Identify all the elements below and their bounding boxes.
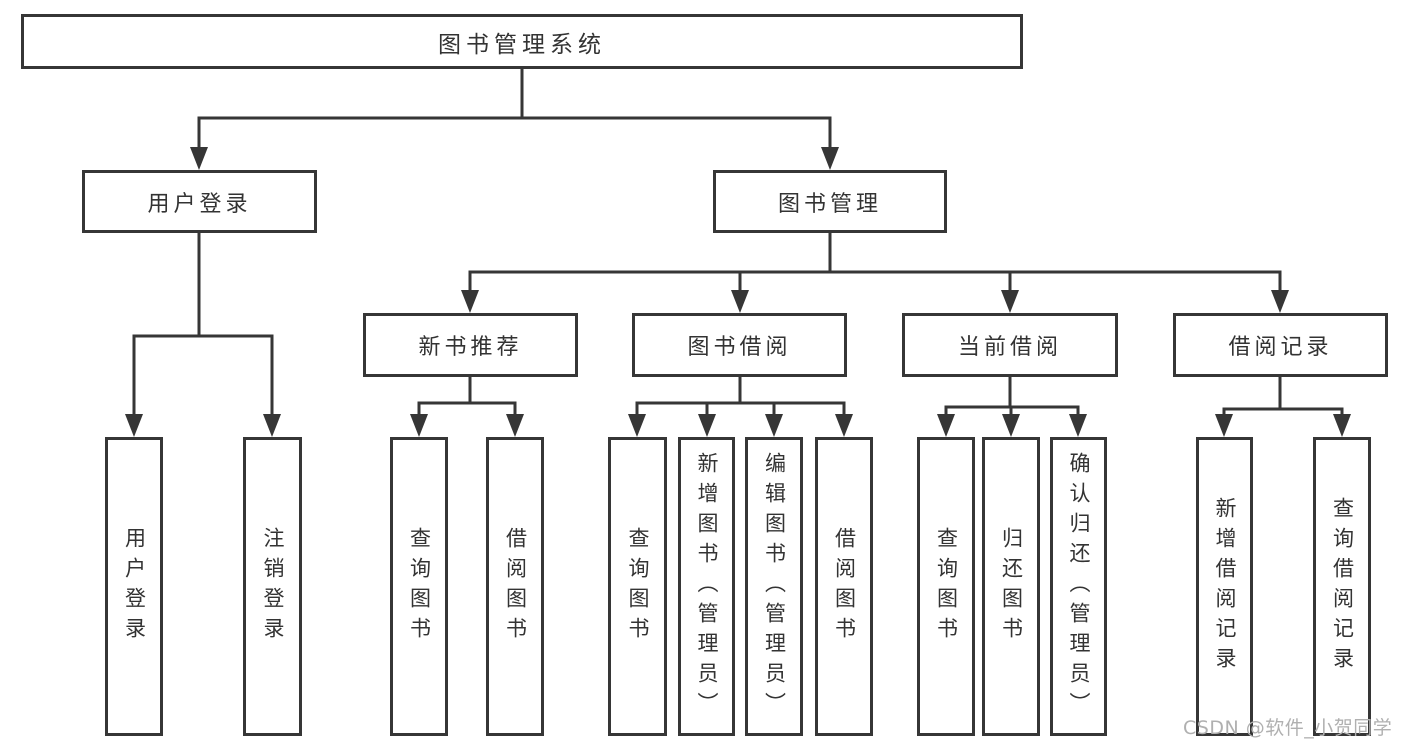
leaf-cb-confirm-return-admin: 确认归还（管理员） — [1050, 437, 1107, 736]
node-current-borrow: 当前借阅 — [902, 313, 1118, 377]
arrowheads — [125, 147, 1351, 437]
arrow-down-icon — [821, 147, 839, 170]
arrow-down-icon — [506, 414, 524, 437]
arrow-down-icon — [937, 414, 955, 437]
arrow-down-icon — [1215, 414, 1233, 437]
csdn-watermark: CSDN @软件_小贺同学 — [1183, 717, 1393, 739]
leaf-nb-query-books: 查询图书 — [390, 437, 448, 736]
leaf-br-add-record: 新增借阅记录 — [1196, 437, 1253, 736]
leaf-cb-query-books: 查询图书 — [917, 437, 975, 736]
arrow-down-icon — [731, 290, 749, 313]
connector-lines — [132, 68, 1344, 418]
connector-user-login-to-leaves — [132, 233, 274, 418]
arrow-down-icon — [1069, 414, 1087, 437]
node-book-management: 图书管理 — [713, 170, 947, 233]
leaf-bb-edit-books-admin: 编辑图书（管理员） — [745, 437, 803, 736]
connector-root-to-level2 — [197, 68, 832, 150]
arrow-down-icon — [1271, 290, 1289, 313]
arrow-down-icon — [263, 414, 281, 437]
leaf-bb-add-books-admin: 新增图书（管理员） — [678, 437, 735, 736]
node-user-login: 用户登录 — [82, 170, 317, 233]
arrow-down-icon — [410, 414, 428, 437]
arrow-down-icon — [698, 414, 716, 437]
arrow-down-icon — [765, 414, 783, 437]
node-new-book-recommend: 新书推荐 — [363, 313, 578, 377]
leaf-br-query-record: 查询借阅记录 — [1313, 437, 1371, 736]
leaf-cb-return-books: 归还图书 — [982, 437, 1040, 736]
leaf-bb-query-books: 查询图书 — [608, 437, 667, 736]
arrow-down-icon — [835, 414, 853, 437]
node-borrow-records: 借阅记录 — [1173, 313, 1388, 377]
leaf-nb-borrow-books: 借阅图书 — [486, 437, 544, 736]
arrow-down-icon — [1001, 290, 1019, 313]
arrow-down-icon — [125, 414, 143, 437]
leaf-logout: 注销登录 — [243, 437, 302, 736]
connector-current-borrow-to-leaves — [944, 377, 1080, 418]
arrow-down-icon — [628, 414, 646, 437]
leaf-bb-borrow-books: 借阅图书 — [815, 437, 873, 736]
connector-borrow-record-to-leaves — [1222, 377, 1344, 418]
node-library-management-system: 图书管理系统 — [21, 14, 1023, 69]
leaf-user-login: 用户登录 — [105, 437, 163, 736]
arrow-down-icon — [1002, 414, 1020, 437]
node-book-borrow: 图书借阅 — [632, 313, 847, 377]
arrow-down-icon — [461, 290, 479, 313]
connector-book-management-to-level3 — [468, 233, 1282, 294]
connector-new-book-to-leaves — [417, 377, 517, 418]
connector-book-borrow-to-leaves — [635, 377, 846, 418]
arrow-down-icon — [190, 147, 208, 170]
arrow-down-icon — [1333, 414, 1351, 437]
